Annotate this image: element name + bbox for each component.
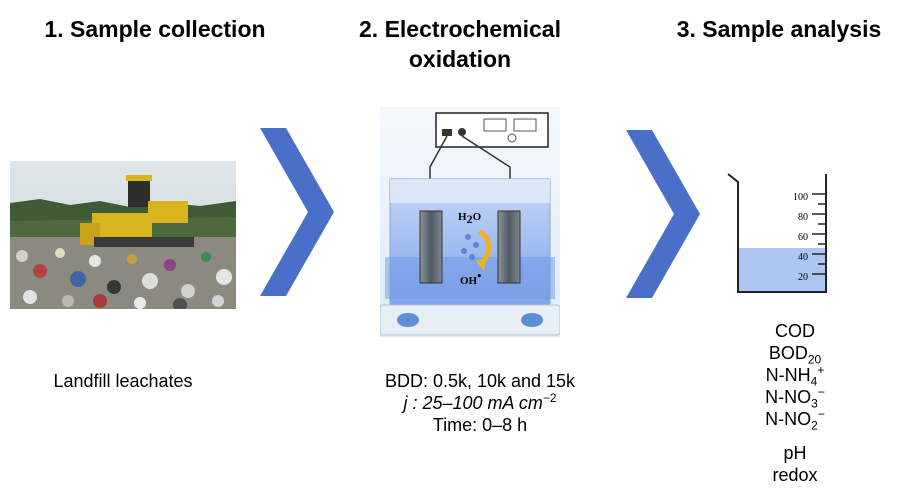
graduated-beaker: 100 80 60 40 20 [722,168,832,298]
beaker-tick-label: 40 [798,252,808,263]
param-nitrite: N-NO2− [765,407,825,433]
beaker-tick-label: 80 [798,212,808,223]
param-ammonium: N-NH4+ [765,363,825,389]
electrochemical-cell: H2O OH• [379,107,561,337]
step2-title-line2: oxidation [408,46,512,72]
landfill-photo [10,161,236,309]
bdd-line: BDD: 0.5k, 10k and 15k [384,371,576,391]
param-cod: COD [775,321,815,341]
arrow-right-icon [260,128,334,296]
step2-caption: BDD: 0.5k, 10k and 15k j : 25–100 mA cm−… [370,370,590,436]
arrow-right-icon [626,130,700,298]
step1-caption: Landfill leachates [53,371,193,391]
time-line: Time: 0–8 h [432,415,528,435]
param-nitrate: N-NO3− [765,385,825,411]
param-ph: pH [783,443,807,463]
analysis-parameters: COD BOD20 N-NH4+ N-NO3− N-NO2− pH redox [730,320,860,486]
hydroxyl-radical-label: OH• [460,268,482,287]
beaker-tick-label: 20 [798,272,808,283]
current-density-line: j : 25–100 mA cm−2 [403,391,557,413]
beaker-tick-label: 100 [793,192,808,203]
step3-title: 3. Sample analysis [676,16,882,42]
step2-title: 2. Electrochemical oxidation [330,14,590,74]
param-bod: BOD20 [768,343,822,367]
step1-title: 1. Sample collection [44,16,266,42]
param-redox: redox [772,465,818,485]
beaker-tick-label: 60 [798,232,808,243]
water-label: H2O [458,211,482,227]
step2-title-line1: 2. Electrochemical [359,16,561,42]
